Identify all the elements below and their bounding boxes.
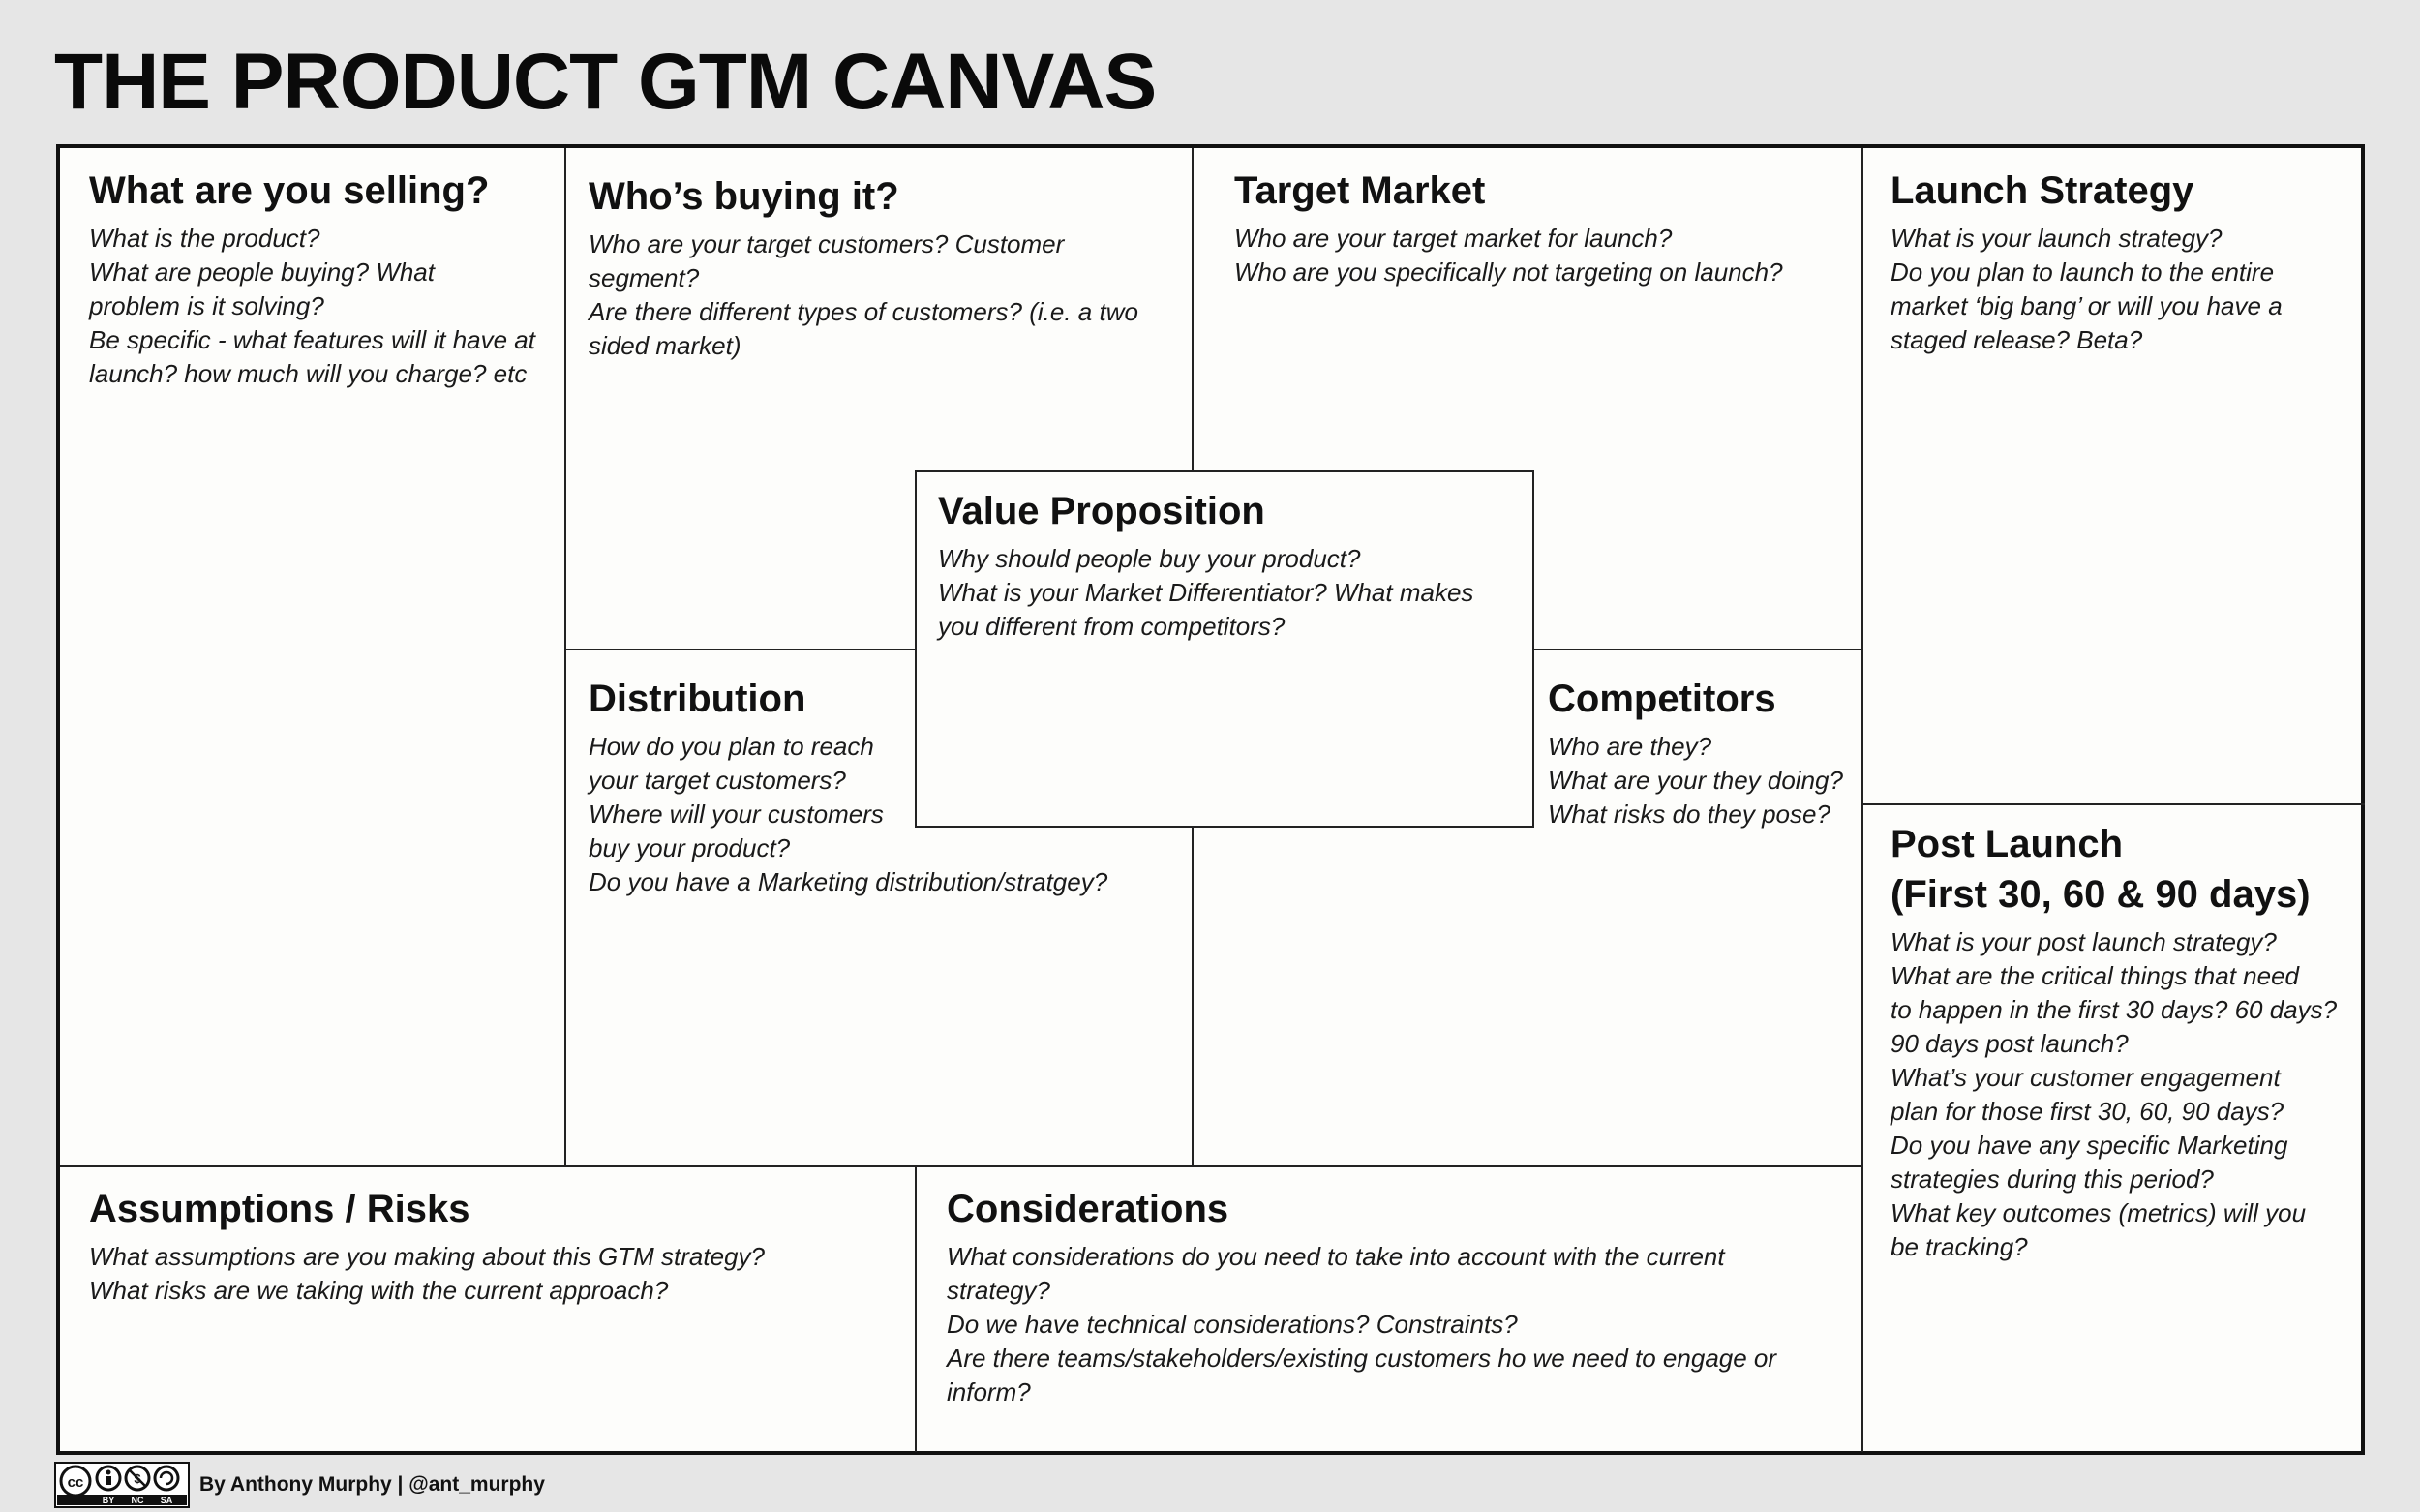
prompt-text: plan for those first 30, 60, 90 days? — [1891, 1097, 2284, 1126]
divider — [564, 148, 566, 1165]
section-distribution: Distribution How do you plan to reach yo… — [589, 674, 1179, 899]
prompt-text: What are the critical things that need — [1891, 961, 2300, 990]
prompt-text: Who are your target customers? Customer — [589, 229, 1065, 258]
prompt-text: What key outcomes (metrics) will you — [1891, 1198, 2307, 1227]
section-title: Value Proposition — [938, 490, 1265, 532]
prompt-text: you different from competitors? — [938, 612, 1286, 641]
section-prompts: What is your launch strategy? Do you pla… — [1891, 222, 2355, 357]
prompt-text: Who are you specifically not targeting o… — [1234, 257, 1783, 287]
section-prompts: What assumptions are you making about th… — [89, 1240, 902, 1308]
svg-text:cc: cc — [68, 1474, 84, 1491]
prompt-text: What are people buying? What — [89, 257, 435, 287]
divider — [1861, 148, 1863, 1452]
section-title: Assumptions / Risks — [89, 1188, 470, 1230]
prompt-text: Do you have any specific Marketing — [1891, 1131, 2288, 1160]
section-competitors: Competitors Who are they? What are your … — [1548, 674, 1858, 832]
prompt-text: What is your launch strategy? — [1891, 224, 2223, 253]
section-launch-strategy: Launch Strategy What is your launch stra… — [1891, 166, 2355, 357]
prompt-text: Are there teams/stakeholders/existing cu… — [947, 1344, 1777, 1373]
prompt-text: problem is it solving? — [89, 291, 324, 320]
divider — [1861, 803, 2365, 805]
section-prompts: What is the product? What are people buy… — [89, 222, 554, 391]
prompt-text: Why should people buy your product? — [938, 544, 1361, 573]
prompt-text: launch? how much will you charge? etc — [89, 359, 528, 388]
section-title: Launch Strategy — [1891, 169, 2194, 212]
section-title: Post Launch (First 30, 60 & 90 days) — [1891, 819, 2359, 920]
prompt-text: What’s your customer engagement — [1891, 1063, 2281, 1092]
prompt-text: What is your Market Differentiator? What… — [938, 578, 1474, 607]
prompt-text: How do you plan to reach — [589, 732, 874, 761]
prompt-text: What are your they doing? — [1548, 766, 1843, 795]
prompt-text: Do you plan to launch to the entire — [1891, 257, 2275, 287]
prompt-text: Do you have a Marketing distribution/str… — [589, 867, 1108, 896]
footer: cc $ BY NC SA By Anthony Murphy | @ant_m… — [54, 1462, 545, 1508]
section-title: Considerations — [947, 1188, 1229, 1230]
section-title: Competitors — [1548, 678, 1776, 720]
prompt-text: What risks are we taking with the curren… — [89, 1276, 669, 1305]
prompt-text: Where will your customers — [589, 800, 884, 829]
prompt-text: inform? — [947, 1377, 1031, 1406]
prompt-text: What risks do they pose? — [1548, 800, 1830, 829]
license-label: BY — [103, 1496, 115, 1505]
prompt-text: 90 days post launch? — [1891, 1029, 2129, 1058]
prompt-text: market ‘big bang’ or will you have a — [1891, 291, 2283, 320]
section-assumptions-risks: Assumptions / Risks What assumptions are… — [89, 1184, 902, 1308]
section-prompts: What considerations do you need to take … — [947, 1240, 1852, 1409]
section-whos-buying-it: Who’s buying it? Who are your target cus… — [589, 171, 1179, 363]
prompt-text: strategies during this period? — [1891, 1164, 2214, 1194]
prompt-text: Be specific - what features will it have… — [89, 325, 535, 354]
license-badge: cc $ BY NC SA — [54, 1462, 190, 1508]
section-prompts: Why should people buy your product? What… — [938, 542, 1511, 644]
prompt-text: to happen in the first 30 days? 60 days? — [1891, 995, 2338, 1024]
section-title: Target Market — [1234, 169, 1486, 212]
prompt-text: What is the product? — [89, 224, 320, 253]
prompt-text: Who are they? — [1548, 732, 1712, 761]
section-title: What are you selling? — [89, 169, 490, 212]
section-target-market: Target Market Who are your target market… — [1234, 166, 1854, 289]
prompt-text: sided market) — [589, 331, 741, 360]
prompt-text: strategy? — [947, 1276, 1050, 1305]
section-prompts: How do you plan to reach your target cus… — [589, 730, 1179, 899]
author-credit: By Anthony Murphy | @ant_murphy — [199, 1473, 545, 1496]
section-prompts: What is your post launch strategy? What … — [1891, 925, 2359, 1264]
section-post-launch: Post Launch (First 30, 60 & 90 days) Wha… — [1891, 819, 2359, 1264]
section-prompts: Who are they? What are your they doing? … — [1548, 730, 1858, 832]
section-prompts: Who are your target market for launch? W… — [1234, 222, 1854, 289]
prompt-text: Who are your target market for launch? — [1234, 224, 1673, 253]
section-what-are-you-selling: What are you selling? What is the produc… — [89, 166, 554, 391]
section-title-line: Post Launch — [1891, 823, 2124, 865]
section-title: Distribution — [589, 678, 806, 720]
prompt-text: buy your product? — [589, 833, 791, 862]
prompt-text: What is your post launch strategy? — [1891, 927, 2277, 956]
prompt-text: your target customers? — [589, 766, 846, 795]
prompt-text: segment? — [589, 263, 700, 292]
section-prompts: Who are your target customers? Customer … — [589, 227, 1179, 363]
prompt-text: What considerations do you need to take … — [947, 1242, 1725, 1271]
license-label: SA — [161, 1496, 173, 1505]
gtm-canvas: What are you selling? What is the produc… — [56, 144, 2365, 1455]
prompt-text: be tracking? — [1891, 1232, 2028, 1261]
prompt-text: staged release? Beta? — [1891, 325, 2143, 354]
section-value-proposition: Value Proposition Why should people buy … — [915, 470, 1534, 828]
creative-commons-icon: cc $ BY NC SA — [54, 1462, 190, 1508]
section-considerations: Considerations What considerations do yo… — [947, 1184, 1852, 1409]
page-title: THE PRODUCT GTM CANVAS — [54, 38, 1157, 126]
prompt-text: Are there different types of customers? … — [589, 297, 1138, 326]
divider — [60, 1165, 1861, 1167]
divider — [915, 1165, 917, 1452]
prompt-text: What assumptions are you making about th… — [89, 1242, 765, 1271]
prompt-text: Do we have technical considerations? Con… — [947, 1310, 1518, 1339]
license-label: NC — [132, 1496, 144, 1505]
section-title-line: (First 30, 60 & 90 days) — [1891, 873, 2311, 916]
section-title: Who’s buying it? — [589, 175, 899, 218]
